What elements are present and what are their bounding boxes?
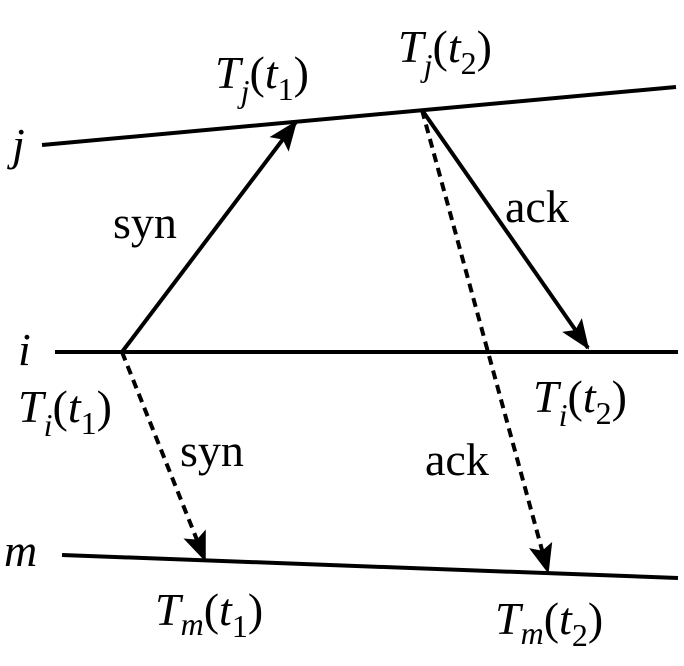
ts-close: ): [612, 371, 627, 422]
ts-node: j: [420, 47, 433, 83]
node-label-i: i: [18, 324, 31, 375]
ts-T: T: [495, 593, 524, 644]
ts-node: m: [521, 615, 544, 651]
message-label-syn-dashed: syn: [180, 425, 244, 476]
node-label-j: j: [7, 119, 25, 170]
ts-idx: 2: [572, 617, 588, 653]
ts-t: t: [68, 381, 82, 432]
ts-close: ): [294, 47, 309, 98]
ts-T: T: [533, 371, 562, 422]
node-label-m: m: [4, 525, 37, 576]
ts-T: T: [215, 47, 244, 98]
ts-idx: 2: [596, 395, 612, 431]
ts-idx: 1: [232, 608, 248, 644]
ts-t: t: [583, 371, 597, 422]
timestamp-ti1: Ti(t1): [18, 381, 112, 443]
ts-idx: 2: [461, 45, 477, 81]
ts-t: t: [219, 584, 233, 635]
ts-idx: 1: [81, 405, 97, 441]
ts-close: ): [248, 584, 263, 635]
ts-node: i: [559, 397, 568, 433]
ts-open: (: [544, 593, 559, 644]
timestamp-tm1: Tm(t1): [155, 584, 263, 644]
ts-close: ): [588, 593, 603, 644]
ts-t: t: [448, 21, 462, 72]
ts-T: T: [155, 584, 184, 635]
arrow-ack-j-to-m-dashed: [420, 109, 553, 574]
ts-T: T: [18, 381, 47, 432]
message-label-ack-dashed: ack: [425, 434, 489, 485]
svg-text:Tj(t1): Tj(t1): [215, 47, 309, 109]
timeline-j: [41, 85, 677, 147]
timestamp-tj1: Tj(t1): [215, 47, 309, 109]
ts-open: (: [249, 47, 264, 98]
timestamp-ti2: Ti(t2): [533, 371, 627, 433]
ts-close: ): [477, 21, 492, 72]
svg-text:Tj(t2): Tj(t2): [398, 21, 492, 83]
svg-text:Ti(t1): Ti(t1): [18, 381, 112, 443]
ts-open: (: [567, 371, 582, 422]
ts-open: (: [204, 584, 219, 635]
timeline-m: [61, 553, 679, 580]
ts-node: j: [237, 73, 250, 109]
ts-node: m: [181, 606, 204, 642]
ts-close: ): [97, 381, 112, 432]
timestamp-tm2: Tm(t2): [495, 593, 603, 653]
message-label-syn: syn: [113, 197, 177, 248]
ts-open: (: [432, 21, 447, 72]
svg-text:Tm(t2): Tm(t2): [495, 593, 603, 653]
timestamp-tj2: Tj(t2): [398, 21, 492, 83]
ts-T: T: [398, 21, 427, 72]
svg-text:Ti(t2): Ti(t2): [533, 371, 627, 433]
message-label-ack: ack: [505, 181, 569, 232]
ts-open: (: [52, 381, 67, 432]
arrow-syn-i-to-j: [120, 120, 298, 354]
ts-idx: 1: [278, 71, 294, 107]
arrow-syn-i-to-m-dashed: [120, 351, 207, 562]
ts-t: t: [265, 47, 279, 98]
svg-text:Tm(t1): Tm(t1): [155, 584, 263, 644]
ts-t: t: [559, 593, 573, 644]
ts-node: i: [44, 407, 53, 443]
arrow-ack-j-to-i: [420, 108, 590, 350]
